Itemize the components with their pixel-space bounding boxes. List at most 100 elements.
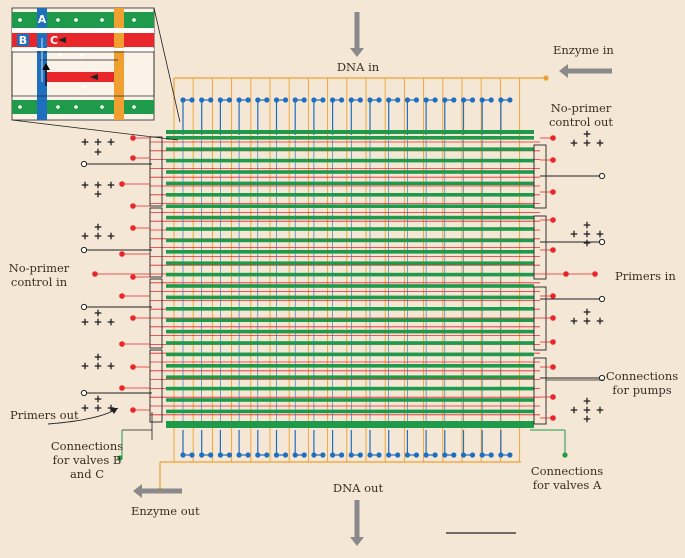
blue-dna-port-top [479, 97, 485, 103]
blue-dna-port-bottom [264, 452, 270, 458]
blue-dna-port-top [255, 97, 261, 103]
pump-port-right [598, 295, 606, 303]
blue-dna-port-top [498, 97, 504, 103]
blue-dna-port-top [367, 97, 373, 103]
inset-blue-arrow [42, 63, 50, 70]
blue-dna-port-top [451, 97, 457, 103]
blue-dna-port-top [423, 97, 429, 103]
inset-valve-dot [132, 105, 136, 109]
arrow-down-icon [354, 12, 360, 49]
inset-valve-dot [58, 53, 62, 57]
left-group-bracket [149, 278, 163, 349]
green-control-line [166, 215, 534, 220]
blue-dna-port-top [330, 97, 336, 103]
blue-dna-port-top [432, 97, 438, 103]
blue-dna-port-bottom [432, 452, 438, 458]
connections-for-valves-bc-line-1: Connections [50, 439, 124, 453]
blue-dna-port-top [236, 97, 242, 103]
pump-port-left [80, 389, 88, 397]
blue-dna-port-top [264, 97, 270, 103]
blue-dna-port-top [357, 97, 363, 103]
green-control-line [166, 136, 534, 140]
valve-a-port [562, 452, 568, 458]
connections-for-pumps-label: Connections for pumps [604, 369, 680, 397]
enzyme-out-label: Enzyme out [131, 504, 200, 518]
blue-dna-port-top [311, 97, 317, 103]
blue-dna-port-bottom [311, 452, 317, 458]
pump-port-right [598, 374, 606, 382]
blue-dna-port-bottom [460, 452, 467, 458]
green-control-line [166, 409, 534, 414]
blue-dna-port-top [376, 97, 382, 103]
green-control-line [166, 238, 534, 243]
blue-dna-port-bottom [348, 452, 354, 458]
green-control-line [166, 307, 534, 311]
arrow-left-icon [133, 484, 142, 498]
blue-dna-port-bottom [386, 452, 392, 458]
arrow-left-icon [559, 64, 568, 78]
inset-gap [12, 28, 154, 33]
inset-b-box [17, 34, 29, 46]
blue-dna-port-top [339, 97, 345, 103]
blue-dna-port-bottom [180, 452, 186, 458]
no-primer-control-in-line-1: No-primer [8, 261, 70, 275]
blue-dna-port-bottom [189, 452, 195, 458]
green-control-line [166, 386, 534, 391]
arrow-down-icon [354, 500, 360, 538]
blue-dna-port-bottom [479, 452, 485, 458]
green-control-line [166, 147, 534, 151]
arrow-down-icon [350, 537, 364, 546]
blue-dna-port-bottom [413, 452, 419, 458]
green-control-line [166, 250, 534, 254]
green-control-line [166, 181, 534, 186]
valve-bc-port [117, 455, 123, 461]
green-control-line [166, 272, 534, 277]
inset-valve-outline [11, 51, 155, 97]
blue-dna-port-bottom [469, 452, 476, 458]
blue-dna-port-top [245, 97, 251, 103]
green-control-line [166, 193, 534, 197]
green-control-line [166, 227, 534, 231]
right-group-bracket [533, 357, 547, 425]
inset-valve-dot [82, 85, 86, 89]
blue-dna-port-bottom [498, 452, 504, 458]
no-primer-control-in-line-2: control in [10, 275, 68, 289]
pump-port-left [80, 303, 88, 311]
pump-port-right [598, 238, 606, 246]
green-control-line [166, 352, 534, 357]
green-control-line-bottom [166, 424, 534, 428]
blue-dna-port-bottom [226, 452, 232, 458]
blue-dna-port-top [217, 97, 223, 103]
blue-dna-port-bottom [236, 452, 242, 458]
connections-for-valves-a-line-1: Connections [530, 464, 604, 478]
inset-valve-dot [80, 53, 84, 57]
arrow-left-icon [567, 68, 612, 74]
blue-dna-port-bottom [273, 452, 280, 458]
connections-for-valves-bc-line-3: and C [69, 467, 105, 481]
inset-orange-channel [114, 8, 124, 120]
inset-red-channel [40, 72, 118, 82]
blue-dna-port-bottom [507, 452, 513, 458]
green-control-line [166, 284, 534, 288]
blue-dna-port-top [442, 97, 448, 103]
inset-valve-label: C [50, 34, 58, 47]
blue-dna-port-top [282, 97, 289, 103]
inset-valve-dot [74, 105, 78, 109]
inset-valve-dot [100, 18, 104, 22]
inset-red-channel [12, 33, 154, 47]
inset-valve-label: B [19, 34, 27, 47]
primers-out-arrowhead [110, 408, 118, 414]
inset-flow-arrow [90, 74, 98, 80]
right-group-bracket [533, 286, 547, 351]
blue-dna-port-top [488, 97, 494, 103]
connections-for-pumps-line-1: Connections [605, 369, 679, 383]
left-group-bracket [149, 136, 163, 207]
pump-port-left [80, 246, 88, 254]
green-control-line [166, 364, 534, 368]
blue-dna-port-top [469, 97, 476, 103]
blue-dna-port-bottom [320, 452, 326, 458]
left-group-bracket [149, 349, 163, 423]
blue-dna-port-top [180, 97, 186, 103]
